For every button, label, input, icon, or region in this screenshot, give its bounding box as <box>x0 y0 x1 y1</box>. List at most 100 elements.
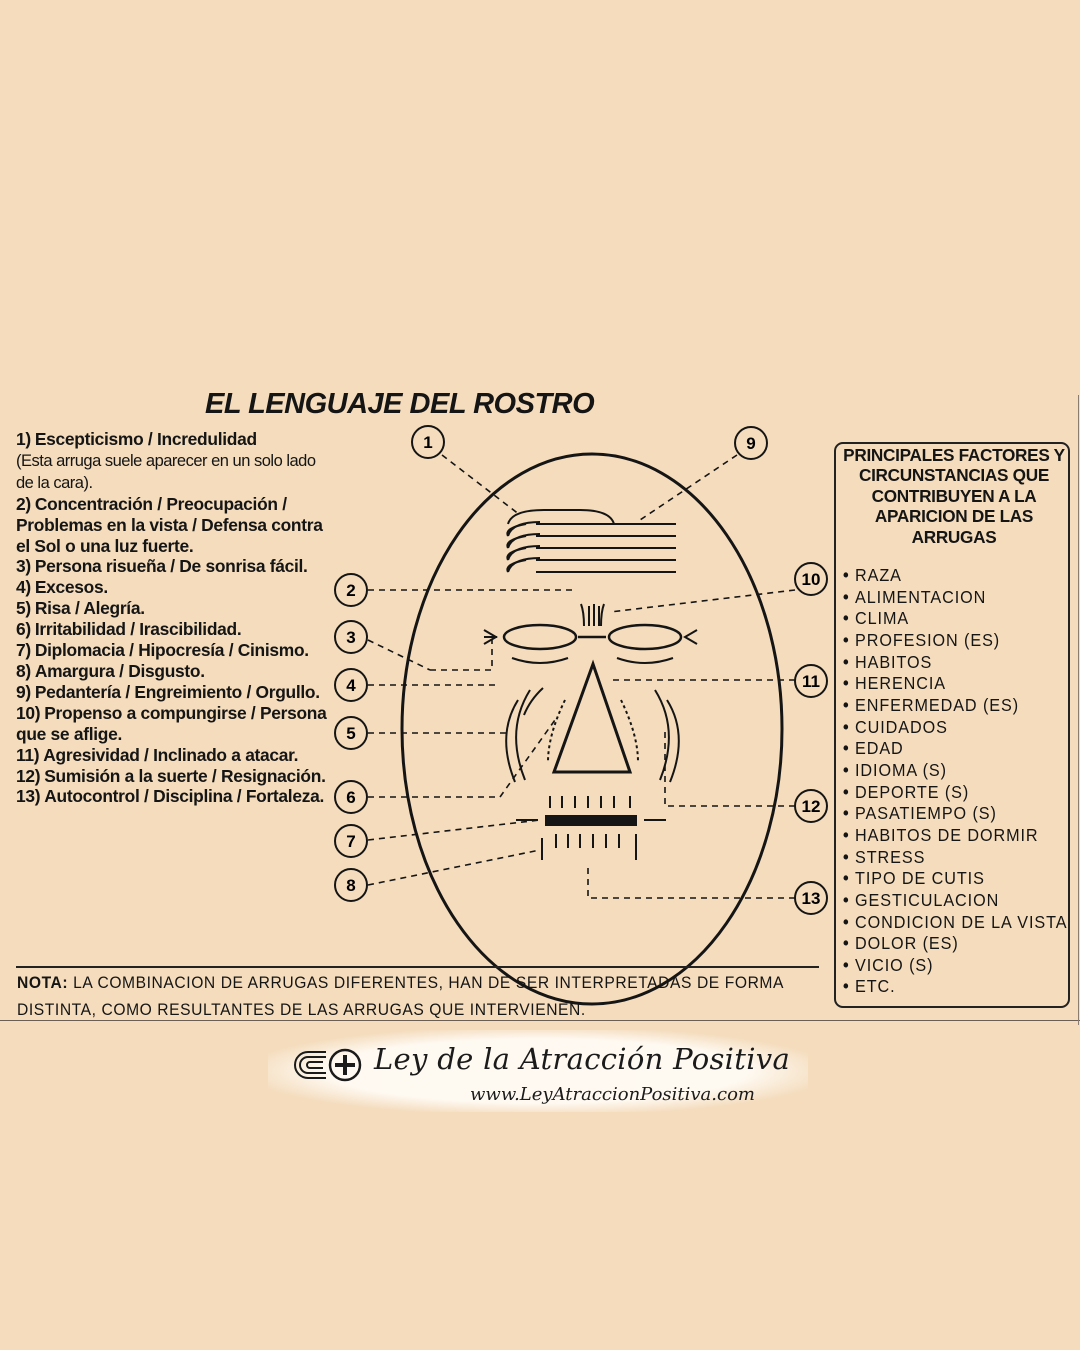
factor-item: RAZA <box>843 565 1067 587</box>
callout-number: 8 <box>346 876 355 895</box>
legend-number: 8) <box>16 660 31 681</box>
legend-text: Amargura / Disgusto. <box>34 660 205 681</box>
callout-5: 5 <box>334 716 368 750</box>
nasolabial-left <box>547 699 566 763</box>
legend-text: Excesos. <box>34 577 108 598</box>
right-eye <box>607 623 683 651</box>
callout-number: 2 <box>346 581 355 600</box>
factor-item: CUIDADOS <box>843 717 1067 739</box>
legend-item-2: 2)Concentración / Preocupación / Problem… <box>16 494 334 557</box>
factor-item: CLIMA <box>843 608 1067 630</box>
magnet-plus-icon <box>294 1048 362 1082</box>
legend-number: 9) <box>16 681 31 702</box>
legend-text: Escepticismo / Incredulidad <box>34 429 257 449</box>
legend-item-9: 9)Pedantería / Engreimiento / Orgullo. <box>16 682 334 703</box>
bottom-divider <box>0 1020 1080 1021</box>
legend-item-13: 13)Autocontrol / Disciplina / Fortaleza. <box>16 786 334 807</box>
legend-item-5: 5)Risa / Alegría. <box>16 598 334 619</box>
leader-lines <box>367 454 796 899</box>
callout-number: 1 <box>423 433 432 452</box>
callout-number: 6 <box>346 788 355 807</box>
callout-number: 7 <box>346 832 355 851</box>
legend-item-11: 11)Agresividad / Inclinado a atacar. <box>16 745 334 766</box>
legend-number: 7) <box>16 640 31 661</box>
lower-lip-lines <box>541 834 637 860</box>
brand-url[interactable]: www.LeyAtraccionPositiva.com <box>470 1084 755 1105</box>
legend-number: 6) <box>16 619 31 640</box>
frown-lines <box>580 603 605 627</box>
legend-item-6: 6)Irritabilidad / Irascibilidad. <box>16 619 334 640</box>
callout-number: 11 <box>802 672 820 691</box>
callout-7: 7 <box>334 824 368 858</box>
legend-text: Diplomacia / Hipocresía / Cinismo. <box>34 640 309 661</box>
cheek-arcs <box>505 687 680 783</box>
upper-lip-lines <box>549 796 631 808</box>
legend-text: Concentración / Preocupación / Problemas… <box>16 493 323 556</box>
note-label: NOTA: <box>17 974 69 992</box>
forehead-lines <box>536 523 676 573</box>
callout-4: 4 <box>334 668 368 702</box>
legend-number: 2) <box>16 493 31 514</box>
legend-number: 1) <box>16 429 31 449</box>
callout-number: 3 <box>346 628 355 647</box>
factor-item: STRESS <box>843 847 1067 869</box>
callout-9: 9 <box>734 426 768 460</box>
legend-text: Persona risueña / De sonrisa fácil. <box>34 556 308 577</box>
face-outline <box>400 452 784 1006</box>
callout-number: 12 <box>802 797 821 816</box>
wrinkle-legend: 1)Escepticismo / Incredulidad (Esta arru… <box>16 429 334 807</box>
callout-number: 13 <box>802 889 821 908</box>
callout-10: 10 <box>794 562 828 596</box>
legend-number: 12) <box>16 765 41 786</box>
callout-8: 8 <box>334 868 368 902</box>
page-title: EL LENGUAJE DEL ROSTRO <box>205 388 595 420</box>
factor-item: HERENCIA <box>843 673 1067 695</box>
legend-text: Sumisión a la suerte / Resignación. <box>44 765 326 786</box>
factor-item: PROFESION (ES) <box>843 630 1067 652</box>
callout-number: 4 <box>346 676 356 695</box>
factor-item: IDIOMA (S) <box>843 760 1067 782</box>
legend-item-8: 8)Amargura / Disgusto. <box>16 661 334 682</box>
factors-list: RAZA ALIMENTACION CLIMA PROFESION (ES) H… <box>843 565 1067 998</box>
legend-item-10: 10)Propenso a compungirse / Persona que … <box>16 703 334 745</box>
legend-item-1: 1)Escepticismo / Incredulidad (Esta arru… <box>16 429 334 494</box>
brand-name: Ley de la Atracción Positiva <box>374 1042 791 1076</box>
legend-number: 3) <box>16 556 31 577</box>
callout-markers: 1 9 2 3 4 5 6 7 8 10 11 12 13 <box>334 425 828 915</box>
legend-text: Propenso a compungirse / Persona que se … <box>16 702 327 744</box>
factor-item: EDAD <box>843 738 1067 760</box>
callout-2: 2 <box>334 573 368 607</box>
legend-number: 10) <box>16 702 41 723</box>
factor-item: DEPORTE (S) <box>843 782 1067 804</box>
legend-number: 13) <box>16 786 41 807</box>
crows-feet-right <box>683 629 698 645</box>
factor-item: ENFERMEDAD (ES) <box>843 695 1067 717</box>
factor-item: VICIO (S) <box>843 955 1067 977</box>
legend-number: 4) <box>16 577 31 598</box>
callout-1: 1 <box>411 425 445 459</box>
note-body: LA COMBINACION DE ARRUGAS DIFERENTES, HA… <box>17 974 784 1019</box>
right-edge-line <box>1078 395 1079 1025</box>
skepticism-arcs <box>506 509 615 573</box>
legend-number: 11) <box>16 744 40 765</box>
factor-item: TIPO DE CUTIS <box>843 868 1067 890</box>
note-divider <box>16 966 819 968</box>
legend-text: Pedantería / Engreimiento / Orgullo. <box>34 681 320 702</box>
legend-number: 5) <box>16 598 31 619</box>
legend-text: Risa / Alegría. <box>34 598 145 619</box>
mouth <box>545 815 637 826</box>
legend-note: (Esta arruga suele aparecer en un solo l… <box>16 451 316 492</box>
legend-text: Irritabilidad / Irascibilidad. <box>34 619 242 640</box>
callout-number: 9 <box>746 434 755 453</box>
nasolabial-right <box>620 699 639 763</box>
nose <box>551 659 633 774</box>
callout-11: 11 <box>794 664 828 698</box>
legend-text: Agresividad / Inclinado a atacar. <box>43 744 299 765</box>
factor-item: CONDICION DE LA VISTA <box>843 912 1067 934</box>
factor-item: PASATIEMPO (S) <box>843 803 1067 825</box>
factor-item: ETC. <box>843 976 1067 998</box>
legend-item-12: 12)Sumisión a la suerte / Resignación. <box>16 766 334 787</box>
callout-13: 13 <box>794 881 828 915</box>
factor-item: HABITOS DE DORMIR <box>843 825 1067 847</box>
